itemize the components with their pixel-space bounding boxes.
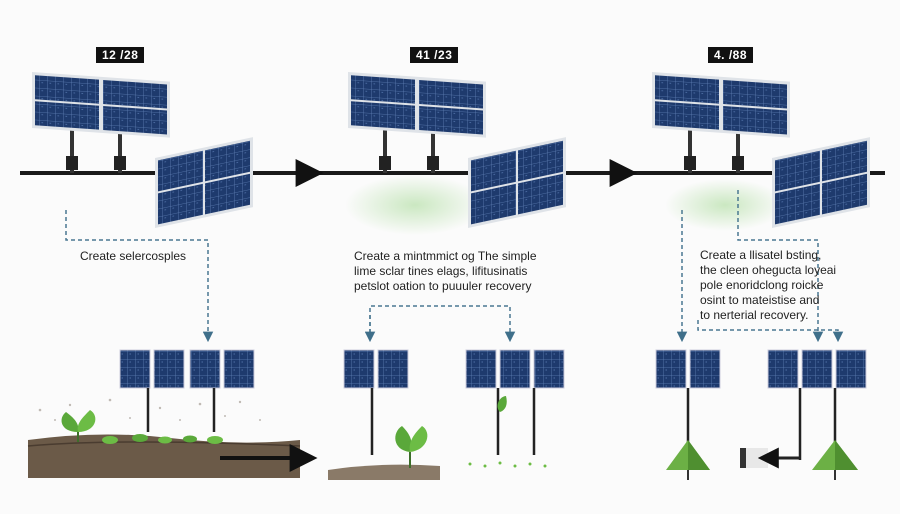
green-haze-3	[665, 179, 785, 231]
stage-2-badge: 41 /23	[410, 47, 459, 63]
stage-2-bottom-panels	[343, 349, 565, 455]
stage-3-ground	[740, 447, 800, 469]
stage-3-bottom-panels	[655, 349, 867, 460]
stage-3-badge: 4. /88	[708, 47, 754, 63]
caption-line: to nerterial recovery.	[700, 308, 809, 322]
sprout-icon	[61, 410, 223, 444]
caption-line: petslot oation to puuuler recovery	[354, 279, 532, 293]
stage-3-array	[652, 72, 870, 228]
tree-icon	[666, 440, 710, 480]
stage-2-array	[348, 72, 566, 228]
tree-icon	[812, 440, 858, 480]
caption-line: osint to mateistise and	[700, 293, 820, 307]
caption-line: lime sclar tines elags, lifitusinatis	[354, 264, 528, 278]
stage-2-soil	[328, 461, 547, 480]
sprout-icon	[395, 396, 507, 468]
connector-3c	[697, 320, 844, 343]
stage-2-caption: Create a mintmmict og The simple lime sc…	[354, 249, 537, 294]
connector-1	[65, 210, 214, 343]
connector-3a	[737, 190, 824, 343]
green-haze-2	[345, 175, 485, 235]
stage-1-soil	[27, 398, 301, 478]
stage-1-array	[32, 72, 253, 228]
caption-line: Create a llisatel bsting,	[700, 248, 822, 262]
stage-1-caption: Create selercosples	[80, 249, 186, 264]
stage-3-caption: Create a llisatel bsting, the cleen oheg…	[700, 248, 836, 323]
caption-line: pole enoridclong roicke	[700, 278, 824, 292]
connector-2	[369, 305, 516, 343]
stage-1-badge: 12 /28	[96, 47, 145, 63]
caption-line: the cleen ohegucta loyeai	[700, 263, 837, 277]
caption-line: Create selercosples	[80, 249, 187, 263]
caption-line: Create a mintmmict og The simple	[354, 249, 537, 263]
stage-1-bottom-panels	[119, 349, 255, 432]
